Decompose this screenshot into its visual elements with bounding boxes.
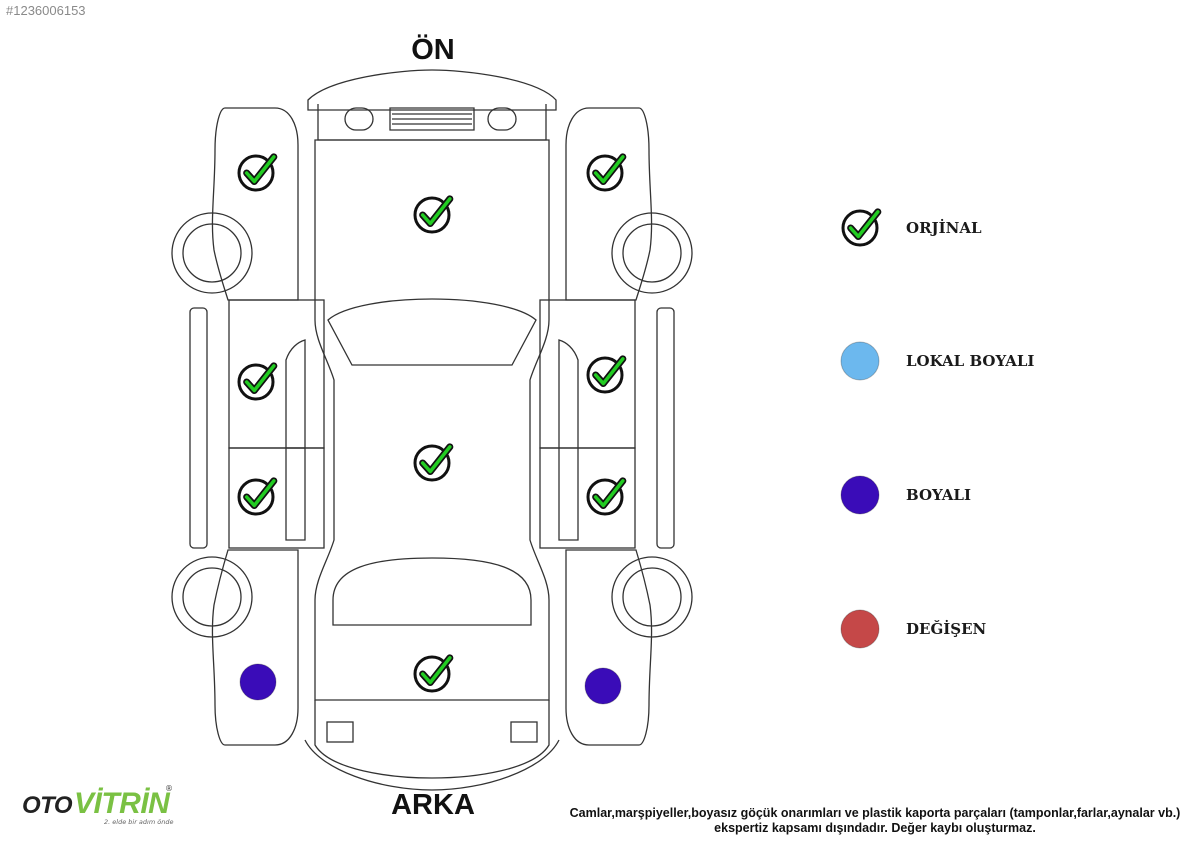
- legend-markers: [840, 208, 882, 649]
- part-status-markers: [237, 153, 627, 705]
- right-taillight-outline: [510, 721, 538, 743]
- legend-label-painted: BOYALI: [906, 486, 971, 504]
- front-right-door-original-check-icon: [586, 355, 627, 394]
- legend-original-check-icon: [841, 208, 882, 247]
- logo-vitrin-text: VİTRİN: [74, 787, 170, 820]
- right-headlight-outline: [487, 107, 517, 131]
- trunk-original-check-icon: [413, 654, 454, 693]
- rear-label: ARKA: [391, 789, 475, 821]
- logo-registered-mark: ®: [165, 784, 173, 793]
- roof-original-check-icon: [413, 443, 454, 482]
- front-left-door-original-check-icon: [237, 362, 278, 401]
- rear-right-fender-painted-marker: [584, 667, 622, 705]
- car-outline: [171, 69, 693, 791]
- legend-label-original: ORJİNAL: [906, 219, 982, 237]
- left-taillight-outline: [326, 721, 354, 743]
- rear-left-fender-painted-marker: [239, 663, 277, 701]
- legend-painted-swatch: [840, 475, 880, 515]
- logo-tagline: 2. elde bir adım önde: [104, 818, 174, 826]
- rear-left-wheel-outline: [171, 556, 253, 638]
- left-front-fender-outline: [211, 107, 299, 301]
- grille-outline: [389, 107, 475, 131]
- legend-label-replaced: DEĞİŞEN: [906, 620, 987, 638]
- windshield-outline: [327, 298, 537, 366]
- left-rear-door-outline: [228, 447, 325, 549]
- right-front-fender-outline: [565, 107, 653, 301]
- rear-right-door-original-check-icon: [586, 477, 627, 516]
- footer-note-line1: Camlar,marşpiyeller,boyasız göçük onarım…: [569, 806, 1181, 820]
- listing-id: #1236006153: [6, 3, 86, 18]
- rear-bumper-edge: [304, 739, 560, 791]
- logo-oto-text: OTO: [22, 792, 73, 819]
- footer-note-line2: ekspertiz kapsamı dışındadır. Değer kayb…: [714, 821, 1036, 835]
- rear-right-wheel-outline: [611, 556, 693, 638]
- left-window-outline: [285, 339, 306, 541]
- rear-left-door-original-check-icon: [237, 477, 278, 516]
- right-rear-fender-outline: [565, 549, 653, 746]
- legend-label-local-painted: LOKAL BOYALI: [906, 352, 1035, 370]
- right-sill-outline: [656, 307, 675, 549]
- left-headlight-outline: [344, 107, 374, 131]
- left-rear-fender-outline: [211, 549, 299, 746]
- front-right-wheel-outline: [611, 212, 693, 294]
- right-window-outline: [558, 339, 579, 541]
- rear-window-outline: [332, 557, 532, 626]
- rear-bumper-outline: [314, 700, 550, 779]
- right-rear-door-outline: [539, 447, 636, 549]
- footer-note: Camlar,marşpiyeller,boyasız göçük onarım…: [560, 806, 1190, 836]
- front-left-wheel-outline: [171, 212, 253, 294]
- legend-local-painted-swatch: [840, 341, 880, 381]
- legend-replaced-swatch: [840, 609, 880, 649]
- hood-original-check-icon: [413, 195, 454, 234]
- left-sill-outline: [189, 307, 208, 549]
- front-left-fender-original-check-icon: [237, 153, 278, 192]
- front-label: ÖN: [411, 34, 455, 66]
- otovitrin-logo: OTO VİTRİN 2. elde bir adım önde ®: [22, 782, 182, 832]
- front-right-fender-original-check-icon: [586, 153, 627, 192]
- front-bumper-outline: [307, 69, 557, 111]
